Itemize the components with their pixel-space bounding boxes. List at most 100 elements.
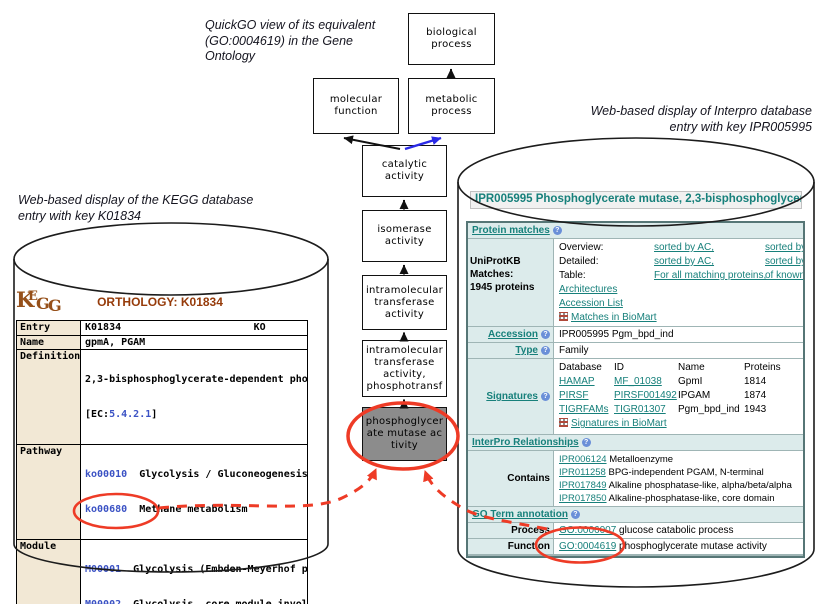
all-matching-proteins-link[interactable]: For all matching proteins, [654, 270, 767, 281]
pathway-link[interactable]: ko00680 [85, 503, 128, 515]
kegg-row-label: Name [17, 335, 81, 349]
contains-item: IPR017849 Alkaline phosphatase-like, alp… [559, 480, 792, 491]
kegg-row-label: Entry [17, 321, 81, 335]
accession-label-link[interactable]: Accession [487, 329, 538, 340]
kegg-row-label: Pathway [17, 445, 81, 539]
sorted-by-link[interactable]: sorted by [765, 256, 803, 267]
go-process-row: Process GO:0006007 glucose catabolic pro… [468, 523, 803, 539]
sorted-by-ac-link[interactable]: sorted by AC, [654, 256, 715, 267]
go-node-label: phosphoglycerate mutase activity [365, 416, 444, 451]
go-node-label: biological process [426, 27, 477, 50]
go-function-link[interactable]: GO:0004619 [559, 541, 617, 552]
kegg-row-label: Definition [17, 350, 81, 444]
uniprot-matches-row: UniProtKB Matches: 1945 proteins Overvie… [468, 239, 803, 327]
signature-id-link[interactable]: TIGR01307 [614, 404, 666, 415]
kegg-row-pathway: Pathway ko00010 Glycolysis / Gluconeogen… [17, 445, 307, 540]
contains-label: Contains [468, 451, 554, 506]
of-known-link[interactable]: of known [765, 270, 803, 281]
kegg-row-value: ko00010 Glycolysis / Gluconeogenesis ko0… [85, 469, 307, 515]
kegg-row-definition: Definition 2,3-bisphosphoglycerate-depen… [17, 350, 307, 445]
go-node-biological-process[interactable]: biological process [408, 13, 495, 65]
go-node-catalytic-activity[interactable]: catalytic activity [362, 145, 447, 197]
go-node-label: intramolecular transferase activity, pho… [365, 344, 444, 392]
help-icon[interactable]: ? [570, 510, 580, 519]
kegg-row-module: Module M00001 Glycolysis (Embden-Meyerho… [17, 540, 307, 604]
protein-matches-header: Protein matches? [468, 223, 803, 239]
go-node-molecular-function[interactable]: molecular function [313, 78, 399, 134]
matches-in-biomart-link[interactable]: Matches in BioMart [571, 312, 657, 323]
kegg-row-value: M00001 Glycolysis (Embden-Meyerhof path … [81, 540, 307, 604]
interpro-page-title: IPR005995 Phosphoglycerate mutase, 2,3-b… [470, 191, 802, 209]
function-label: Function [468, 539, 554, 554]
help-icon[interactable]: ? [541, 346, 550, 355]
architectures-link[interactable]: Architectures [559, 284, 618, 295]
biomart-icon [559, 418, 568, 427]
kegg-row-value: gpmA, PGAM [85, 336, 146, 348]
signatures-in-biomart-link[interactable]: Signatures in BioMart [571, 418, 667, 429]
signature-db-link[interactable]: TIGRFAMs [559, 404, 609, 415]
signatures-label-link[interactable]: Signatures [486, 391, 538, 402]
type-value: Family [559, 345, 589, 356]
module-link[interactable]: M00001 [85, 564, 122, 575]
module-link[interactable]: M00002 [85, 598, 122, 604]
kegg-annotation: Web-based display of the KEGG database e… [18, 193, 254, 223]
uniprot-matches-value: Overview:sorted by AC,sorted by Detailed… [554, 239, 803, 326]
signature-id-link[interactable]: PIRSF001492 [614, 390, 677, 401]
go-node-phosphoglycerate-mutase[interactable]: phosphoglycerate mutase activity [362, 407, 447, 461]
go-node-metabolic-process[interactable]: metabolic process [408, 78, 495, 134]
signature-id-link[interactable]: MF_01038 [614, 376, 662, 387]
help-icon[interactable]: ? [581, 438, 591, 447]
kegg-row-name: Name gpmA, PGAM [17, 335, 307, 350]
kegg-row-entry: Entry K01834 KO [17, 321, 307, 336]
kegg-row-value: K01834 KO [85, 322, 266, 333]
contains-row: Contains IPR006124 Metalloenzyme IPR0112… [468, 451, 803, 507]
go-node-intramolecular-transferase[interactable]: intramolecular transferase activity [362, 275, 447, 330]
kegg-page-title: ORTHOLOGY: K01834 [97, 295, 223, 309]
contains-item: IPR017850 Alkaline-phosphatase-like, cor… [559, 493, 775, 504]
signature-db-link[interactable]: PIRSF [559, 390, 589, 401]
uniprot-matches-label: UniProtKB Matches: 1945 proteins [468, 239, 554, 326]
go-node-label: intramolecular transferase activity [365, 284, 444, 320]
interpro-entry-table: Protein matches? UniProtKB Matches: 1945… [466, 221, 805, 558]
accession-list-link[interactable]: Accession List [559, 298, 623, 309]
pathway-link[interactable]: ko00010 [85, 469, 128, 480]
contains-item: IPR011258 BPG-independent PGAM, N-termin… [559, 467, 764, 478]
go-node-label: catalytic activity [381, 159, 428, 182]
go-process-link[interactable]: GO:0006007 [559, 525, 617, 536]
go-node-intramolecular-phosphotransferase[interactable]: intramolecular transferase activity, pho… [362, 340, 447, 397]
go-node-label: isomerase activity [377, 224, 432, 247]
contains-item: IPR006124 Metalloenzyme [559, 454, 674, 465]
sorted-by-link[interactable]: sorted by [765, 242, 803, 253]
clipped-section-header: InterPro [468, 555, 803, 556]
process-label: Process [468, 523, 554, 538]
biomart-icon [559, 312, 568, 321]
go-node-isomerase-activity[interactable]: isomerase activity [362, 210, 447, 262]
kegg-entry-table: Entry K01834 KO Name gpmA, PGAM Definiti… [16, 320, 308, 604]
help-icon[interactable]: ? [541, 392, 550, 401]
ipr-link[interactable]: IPR006124 [559, 454, 607, 465]
type-row: Type? Family [468, 343, 803, 359]
go-node-label: metabolic process [425, 94, 478, 117]
help-icon[interactable]: ? [541, 330, 550, 339]
ec-number-link[interactable]: 5.4.2.1 [109, 408, 152, 420]
go-function-row: Function GO:0004619 phosphoglycerate mut… [468, 539, 803, 555]
ipr-link[interactable]: IPR017850 [559, 493, 607, 504]
ipr-link[interactable]: IPR017849 [559, 480, 607, 491]
ipr-link[interactable]: IPR011258 [559, 467, 606, 478]
accession-row: Accession? IPR005995 Pgm_bpd_ind [468, 327, 803, 343]
help-icon[interactable]: ? [552, 226, 562, 235]
signature-db-link[interactable]: HAMAP [559, 376, 595, 387]
accession-value: IPR005995 Pgm_bpd_ind [559, 329, 674, 340]
type-label-link[interactable]: Type [515, 345, 538, 356]
interpro-relationships-header: InterPro Relationships? [468, 435, 803, 451]
quickgo-annotation: QuickGO view of its equivalent (GO:00046… [205, 18, 376, 64]
sorted-by-ac-link[interactable]: sorted by AC, [654, 242, 715, 253]
